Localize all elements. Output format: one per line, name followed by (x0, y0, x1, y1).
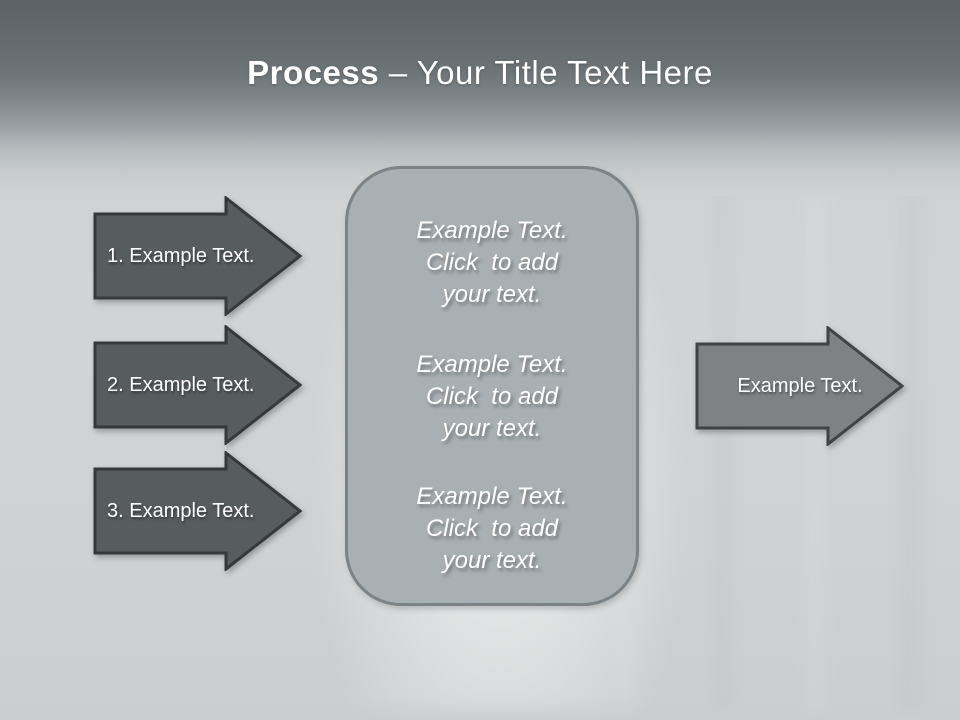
panel-text-line: your text. (442, 547, 542, 574)
process-arrow-2-label: 2. Example Text. (107, 373, 255, 396)
panel-text-block-3[interactable]: Example Text. Click to add your text. (348, 481, 636, 577)
panel-text-line: Example Text. (416, 483, 568, 510)
panel-text-line: Click to add (425, 515, 559, 542)
slide-title-rest: – Your Title Text Here (379, 54, 713, 91)
panel-text-line: your text. (442, 415, 542, 442)
panel-text-block-1[interactable]: Example Text. Click to add your text. (348, 215, 636, 311)
panel-text-line: your text. (442, 281, 542, 308)
panel-text-block-2[interactable]: Example Text. Click to add your text. (348, 349, 636, 445)
process-arrow-3-label: 3. Example Text. (107, 499, 255, 522)
right-arrow-shape-icon (93, 325, 303, 445)
center-text-panel[interactable]: Example Text. Click to add your text. Ex… (345, 166, 639, 606)
panel-text-line: Example Text. (416, 217, 568, 244)
panel-text-line: Example Text. (416, 351, 568, 378)
panel-text-line: Click to add (425, 383, 559, 410)
process-arrow-3[interactable]: 3. Example Text. (93, 451, 303, 571)
slide-title-emphasis: Process (247, 54, 380, 91)
process-arrow-1-label: 1. Example Text. (107, 244, 255, 267)
process-arrow-1[interactable]: 1. Example Text. (93, 196, 303, 316)
header-band (0, 0, 960, 196)
panel-text-line: Click to add (425, 249, 559, 276)
right-arrow-shape-icon (695, 326, 905, 446)
process-arrow-2[interactable]: 2. Example Text. (93, 325, 303, 445)
result-arrow-label: Example Text. (737, 374, 863, 397)
right-arrow-shape-icon (93, 196, 303, 316)
slide-title[interactable]: Process – Your Title Text Here (0, 54, 960, 92)
right-arrow-shape-icon (93, 451, 303, 571)
result-arrow[interactable]: Example Text. (695, 326, 905, 446)
